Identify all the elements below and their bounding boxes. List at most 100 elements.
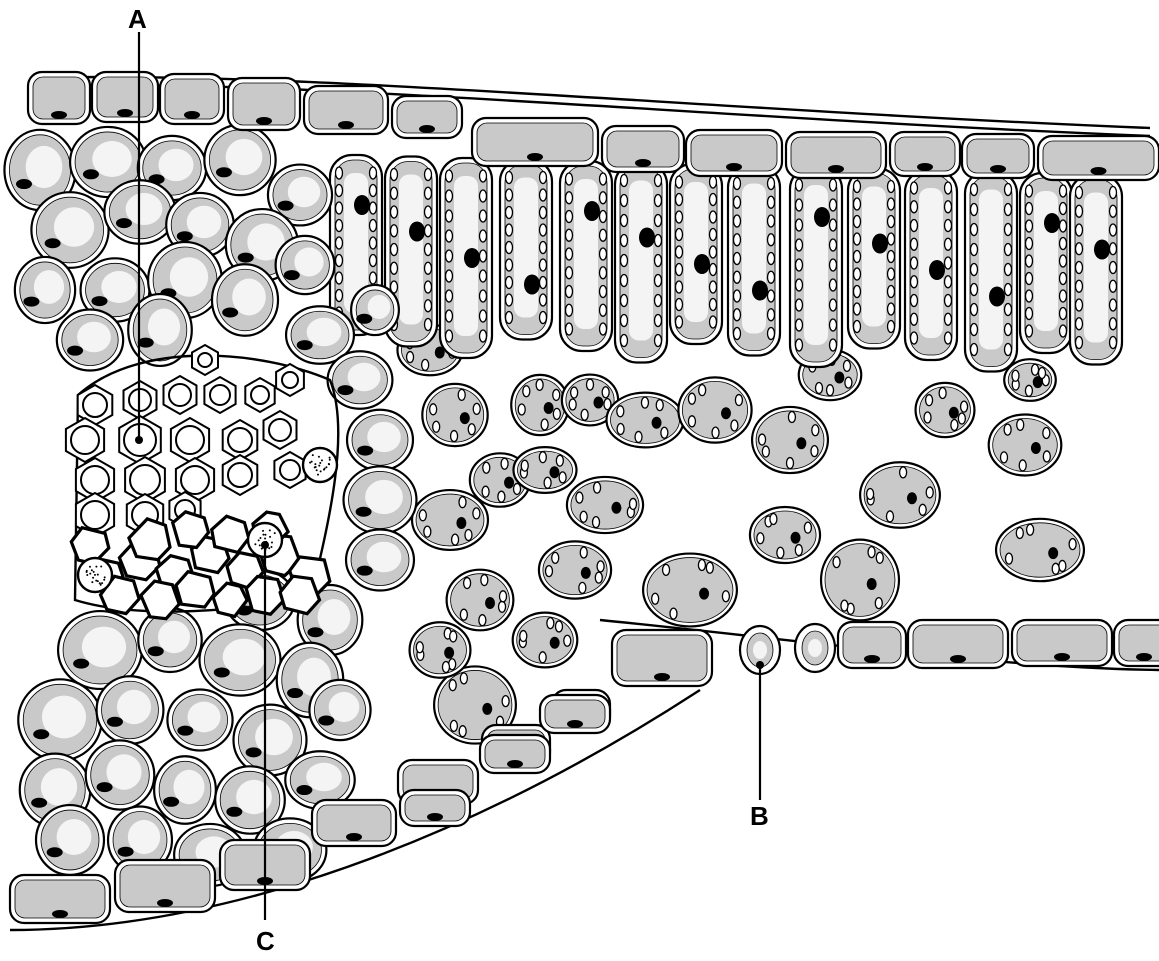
spongy-cell	[989, 414, 1062, 475]
palisade-cell	[670, 164, 722, 344]
palisade-cell	[1070, 175, 1122, 365]
parenchyma-cell	[212, 264, 278, 335]
parenchyma-cell	[15, 257, 75, 323]
spongy-cell	[860, 462, 940, 528]
epidermal-cell	[890, 132, 960, 176]
palisade-cell	[848, 169, 900, 349]
spongy-cell	[750, 507, 820, 563]
xylem-vessel	[204, 377, 235, 413]
epidermal-cell	[1038, 136, 1159, 180]
spongy-cell	[752, 407, 828, 473]
epidermal-cell	[540, 695, 610, 733]
xylem-vessel	[245, 378, 274, 412]
phloem-cell	[212, 516, 249, 552]
spongy-cell	[511, 375, 569, 435]
spongy-cell	[422, 384, 487, 446]
parenchyma-cell	[347, 410, 413, 470]
epidermal-cell	[115, 860, 215, 912]
epidermal-cell	[392, 96, 462, 138]
epidermal-cell	[1012, 620, 1112, 666]
leader-c-dot	[261, 541, 269, 549]
epidermal-cell	[962, 134, 1034, 178]
stomata-guard-cells	[740, 624, 835, 674]
spongy-cell	[513, 613, 578, 668]
palisade-cell	[560, 161, 612, 351]
label-c: C	[256, 926, 275, 956]
parenchyma-cell	[97, 676, 164, 743]
xylem-vessel	[171, 418, 209, 462]
parenchyma-cell	[36, 805, 104, 875]
spongy-cell	[567, 477, 643, 533]
stippled-cell	[78, 558, 112, 592]
epidermal-cell	[1114, 620, 1159, 666]
palisade-cell	[1020, 173, 1072, 353]
parenchyma-cell	[344, 466, 417, 533]
stippled-cell	[303, 448, 337, 482]
parenchyma-cell	[276, 236, 335, 294]
spongy-cell	[513, 447, 576, 493]
parenchyma-cell	[351, 285, 399, 335]
spongy-cell	[606, 393, 683, 448]
palisade-cell	[500, 160, 552, 340]
xylem-vessels	[66, 345, 306, 537]
xylem-vessel	[223, 455, 258, 495]
guard-cell	[795, 624, 835, 672]
xylem-vessel	[274, 452, 305, 488]
epidermal-cell	[92, 72, 158, 122]
epidermal-cell	[838, 622, 906, 668]
parenchyma-cell	[128, 294, 192, 366]
spongy-cell	[996, 519, 1084, 581]
label-a: A	[128, 4, 147, 34]
palisade-layer	[330, 155, 1122, 372]
parenchyma-cell	[328, 351, 393, 409]
spongy-mesophyll	[397, 325, 1083, 744]
phloem-cell	[176, 572, 214, 607]
spongy-cell	[678, 377, 751, 442]
parenchyma-cell	[167, 689, 232, 750]
leader-a-dot	[135, 436, 143, 444]
palisade-cell	[965, 172, 1017, 372]
parenchyma-cell	[199, 624, 280, 695]
parenchyma-cell	[154, 756, 216, 823]
spongy-cell	[410, 622, 471, 677]
epidermal-cell	[612, 630, 712, 686]
parenchyma-cell	[57, 310, 123, 371]
xylem-vessel	[192, 345, 218, 375]
spongy-cell	[916, 383, 975, 437]
leader-b-dot	[756, 661, 764, 669]
epidermal-cell	[228, 78, 300, 130]
epidermal-cell	[686, 130, 782, 176]
epidermal-cell	[312, 800, 396, 846]
parenchyma-cell	[18, 679, 102, 760]
spongy-cell	[447, 570, 514, 631]
spongy-cell	[1004, 359, 1056, 401]
xylem-vessel	[276, 364, 304, 396]
epidermal-cell	[472, 118, 598, 166]
parenchyma-cell	[86, 740, 155, 809]
spongy-cell	[821, 540, 899, 621]
epidermal-cell	[602, 126, 684, 172]
epidermal-cell	[10, 875, 110, 923]
palisade-cell	[615, 163, 667, 363]
epidermal-cell	[480, 735, 550, 773]
parenchyma-cell	[346, 529, 414, 590]
parenchyma-cell	[138, 608, 201, 672]
xylem-vessel	[164, 376, 197, 414]
xylem-vessel	[264, 411, 297, 449]
epidermal-cell	[304, 86, 388, 134]
epidermal-cell	[786, 132, 886, 178]
epidermal-cell	[28, 72, 90, 124]
parenchyma-cell	[204, 125, 275, 195]
xylem-vessel	[66, 418, 104, 462]
spongy-cell	[412, 490, 488, 550]
epidermal-cell	[908, 620, 1008, 668]
palisade-cell	[905, 170, 957, 360]
palisade-cell	[728, 166, 780, 356]
palisade-cell	[440, 158, 492, 358]
parenchyma-cell	[309, 680, 370, 740]
spongy-cell	[539, 541, 611, 598]
spongy-cell	[643, 554, 737, 627]
epidermal-cell	[160, 74, 224, 124]
